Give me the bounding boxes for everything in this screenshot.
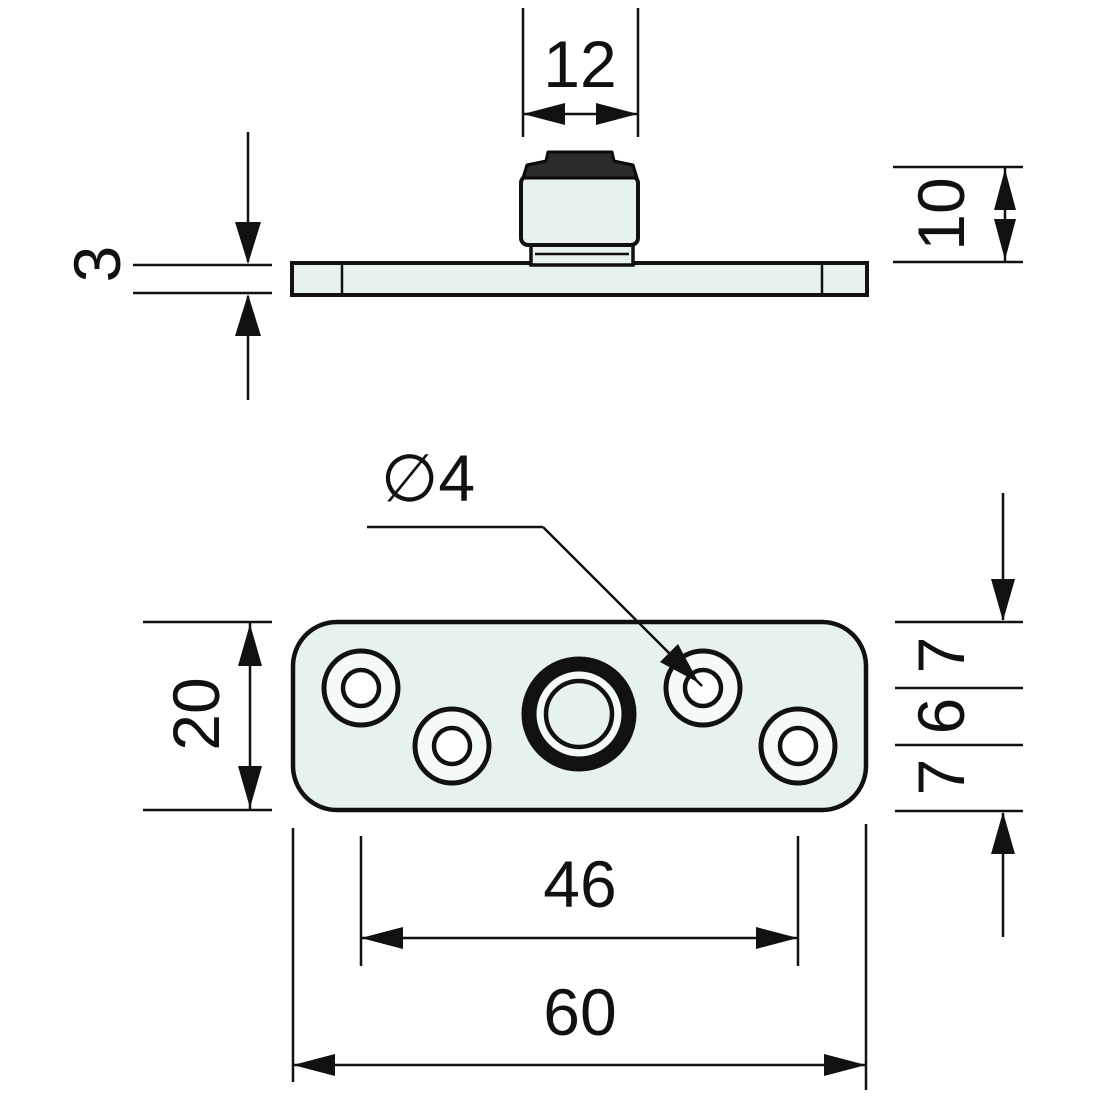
arrowhead-down	[235, 222, 261, 264]
callout-hole-diameter: ∅4	[367, 441, 703, 687]
dim-plate-thickness: 3	[60, 132, 272, 400]
arrowhead-right	[824, 1054, 866, 1076]
screw-hole-4	[758, 706, 838, 786]
arrowhead-down	[238, 766, 262, 808]
dim-label-dia4: ∅4	[381, 441, 475, 515]
side-view	[290, 150, 869, 297]
dim-hole-pitch: 46	[359, 836, 800, 966]
arrowhead-left	[293, 1054, 335, 1076]
screw-hole-1	[321, 648, 401, 728]
hub-thick-ring	[521, 656, 637, 772]
dim-label-46: 46	[543, 847, 616, 921]
plate-side-profile	[290, 261, 869, 297]
dim-label-3: 3	[60, 246, 134, 283]
arrowhead-left	[361, 927, 403, 949]
dim-boss-width: 12	[521, 8, 640, 137]
boss-cap	[521, 150, 639, 180]
arrowhead-down	[991, 579, 1015, 621]
arrowhead-right	[756, 927, 798, 949]
hole-bore	[777, 725, 819, 767]
arrowhead-up	[238, 624, 262, 666]
dim-hole-rows: 7 6 7	[895, 493, 1023, 937]
dim-boss-height: 10	[893, 165, 1023, 264]
arrowhead-up	[235, 294, 261, 336]
arrowhead-right	[596, 103, 638, 125]
arrowhead-up	[991, 812, 1015, 854]
dim-label-20: 20	[159, 677, 233, 750]
dim-label-60: 60	[543, 975, 616, 1049]
hole-bore	[340, 667, 382, 709]
arrowhead-up	[994, 169, 1016, 210]
boss-body	[519, 174, 640, 247]
dim-label-10: 10	[904, 177, 978, 250]
dim-plate-depth: 20	[143, 620, 272, 812]
dim-label-7-bottom: 7	[904, 759, 978, 796]
plan-view	[290, 619, 869, 813]
hole-bore	[431, 725, 473, 767]
dim-label-6: 6	[904, 698, 978, 735]
dim-label-7-top: 7	[904, 637, 978, 674]
hub-bore	[543, 678, 615, 750]
dim-plate-width: 60	[291, 824, 868, 1090]
screw-hole-2	[412, 706, 492, 786]
arrowhead-down	[994, 219, 1016, 260]
arrowhead-left	[523, 103, 565, 125]
arrowhead-diagonal	[660, 644, 699, 683]
center-pivot-hub	[521, 656, 637, 772]
dim-label-12: 12	[543, 27, 616, 101]
